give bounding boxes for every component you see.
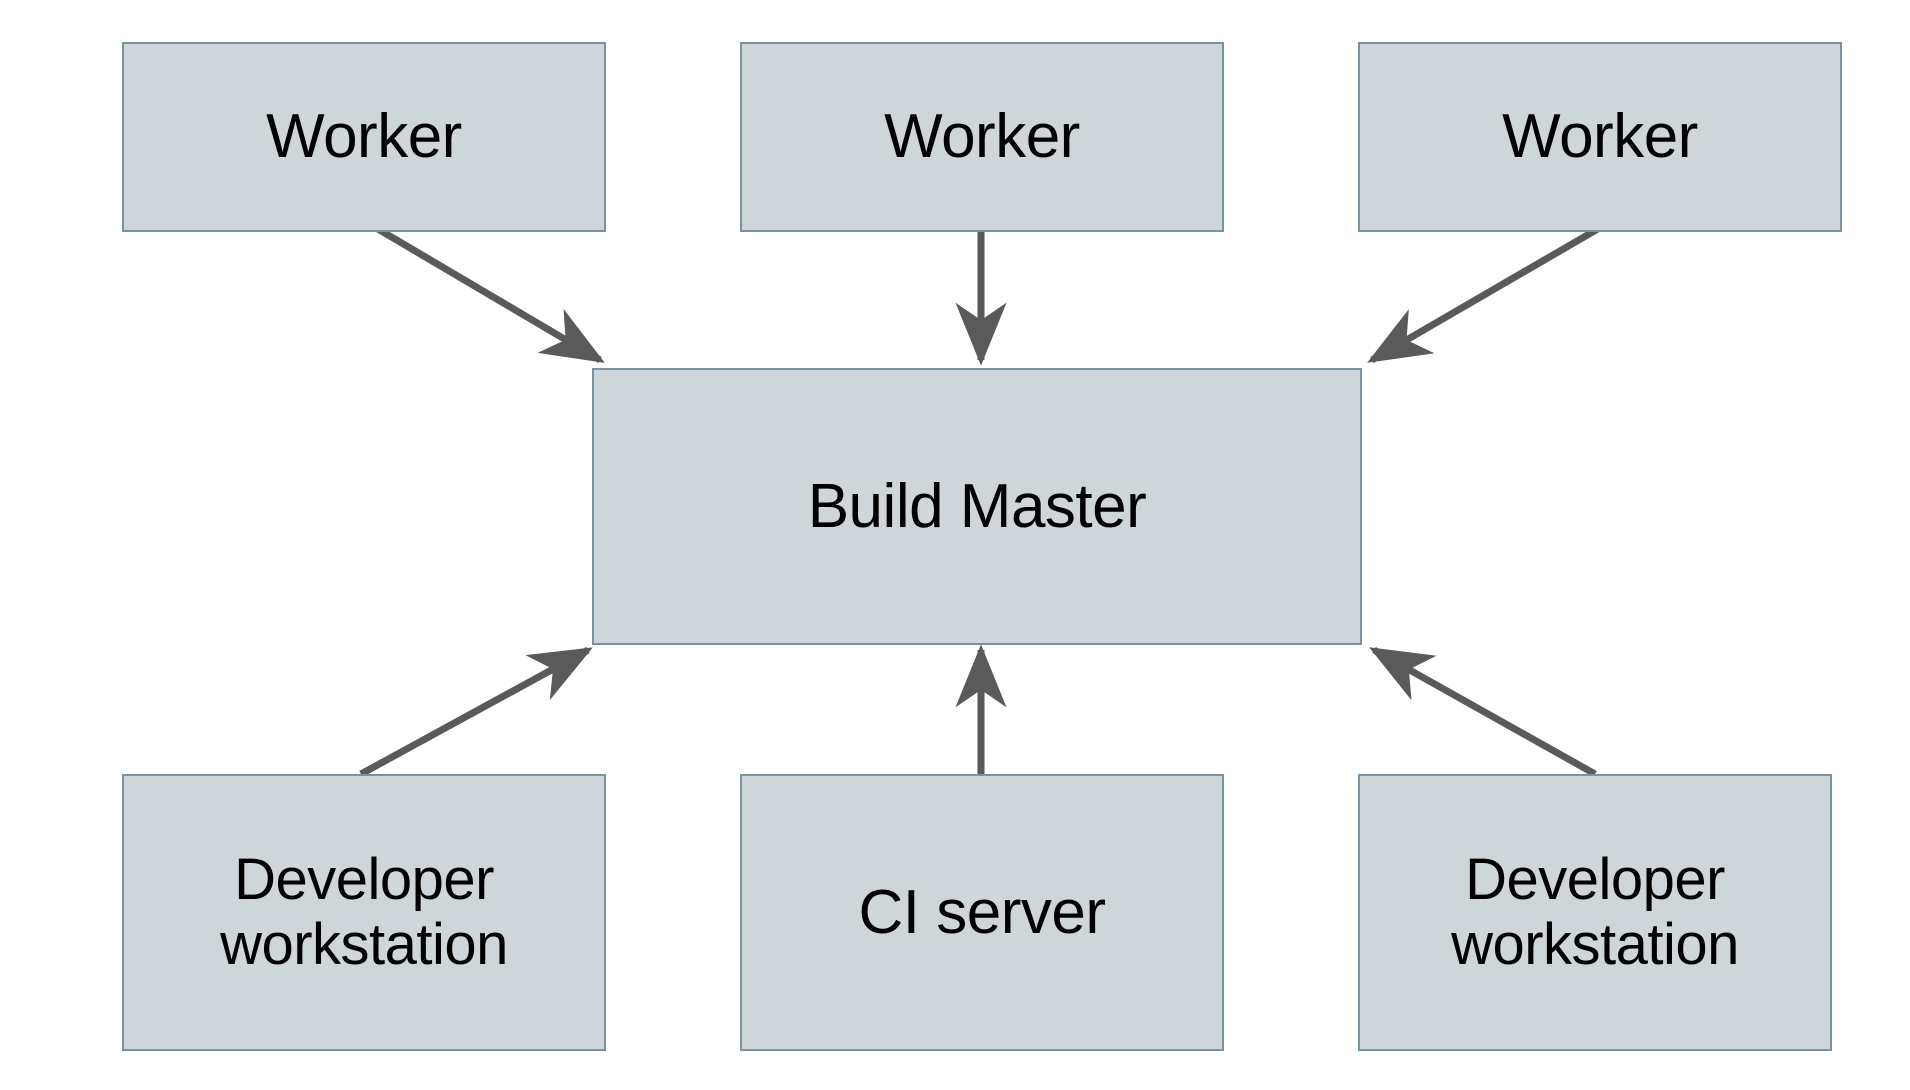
node-developer-workstation-left[interactable]: Developer workstation (122, 774, 606, 1051)
node-worker-2[interactable]: Worker (740, 42, 1224, 232)
node-ci-server[interactable]: CI server (740, 774, 1224, 1051)
node-label: Worker (884, 102, 1080, 172)
node-label: Developer workstation (1451, 846, 1739, 977)
edge-worker1-to-master (359, 215, 605, 364)
edge-devright-to-master (1369, 646, 1597, 778)
node-label: Worker (266, 102, 462, 172)
node-label: Build Master (807, 471, 1147, 541)
edge-worker3-to-master (1367, 215, 1617, 364)
node-label: Worker (1502, 102, 1698, 172)
node-build-master[interactable]: Build Master (592, 368, 1362, 645)
node-developer-workstation-right[interactable]: Developer workstation (1358, 774, 1832, 1051)
node-worker-1[interactable]: Worker (122, 42, 606, 232)
edge-devleft-to-master (359, 646, 593, 778)
node-label: CI server (858, 877, 1106, 947)
node-worker-3[interactable]: Worker (1358, 42, 1842, 232)
node-label: Developer workstation (220, 846, 508, 977)
